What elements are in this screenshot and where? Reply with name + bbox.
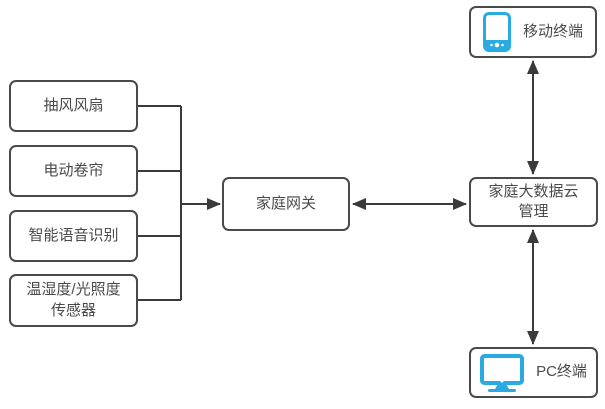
node-label: 温湿度/光照度传感器 [26,281,121,319]
node-home-gateway: 家庭网关 [222,177,350,231]
node-mobile-terminal: 移动终端 [469,6,597,58]
node-voice-recognition: 智能语音识别 [9,210,138,262]
node-pc-terminal: PC终端 [469,347,598,398]
node-label: 电动卷帘 [43,161,104,179]
node-label: 家庭网关 [255,194,316,212]
node-electric-curtain: 电动卷帘 [9,145,138,197]
devices-collector-line [138,105,182,301]
node-label: PC终端 [536,363,587,381]
node-label: 家庭大数据云管理 [488,182,579,220]
node-label: 移动终端 [522,22,583,40]
node-exhaust-fan: 抽风风扇 [9,80,138,132]
node-sensor: 温湿度/光照度传感器 [9,274,138,327]
node-label: 智能语音识别 [28,226,119,244]
smartphone-icon [482,12,511,52]
monitor-icon [480,353,525,392]
node-cloud-management: 家庭大数据云管理 [469,177,598,227]
node-label: 抽风风扇 [43,96,104,114]
